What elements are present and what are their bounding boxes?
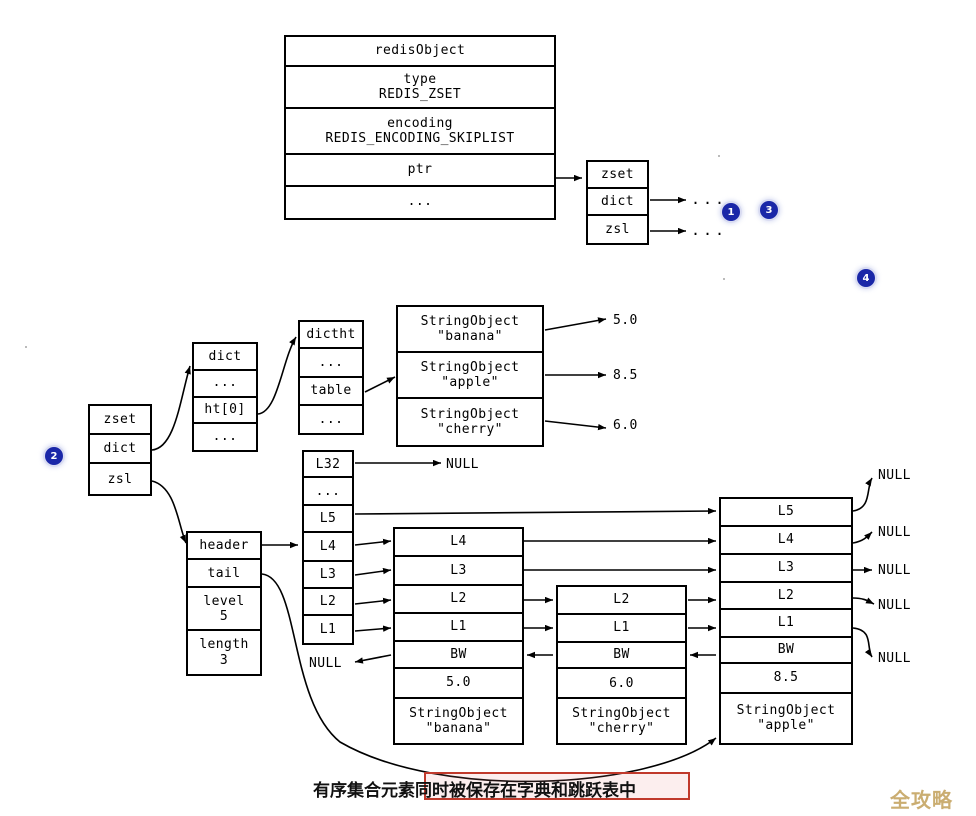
apple-level-L5: L5 (721, 499, 851, 527)
header-level-L32: L32 (304, 452, 352, 479)
dict-row-ht0: ht[0] (194, 398, 256, 425)
dict-score-banana: 5.0 (613, 313, 638, 328)
dict-entry-apple: StringObject "apple" (398, 353, 542, 400)
zset-top-dict-target: ... (691, 190, 728, 208)
header-level-L2: L2 (304, 589, 352, 616)
step-number-3: 3 (760, 201, 778, 219)
step-number-4: 4 (857, 269, 875, 287)
watermark-text: 全攻略 (890, 788, 953, 812)
zskiplist-box: header tail level 5 length 3 (186, 531, 262, 676)
dictht-row-dots1: ... (300, 349, 362, 378)
null-apple-l5: NULL (878, 468, 911, 483)
zset-bottom-row-dict: dict (90, 435, 150, 465)
zskiplist-row-level: level 5 (188, 588, 260, 632)
dict-row-name: dict (194, 344, 256, 371)
zskiplist-row-length: length 3 (199, 637, 249, 668)
scan-speck-right (718, 155, 720, 157)
dict-entry-cherry: StringObject "cherry" (420, 406, 520, 438)
apple-level-L2: L2 (721, 583, 851, 611)
dictht-row-table: table (300, 378, 362, 406)
zset-top-row-zsl: zsl (605, 222, 630, 238)
zset-top-row-dict: dict (588, 189, 647, 217)
redis-object-encoding-row: encoding REDIS_ENCODING_SKIPLIST (286, 109, 554, 155)
banana-level-L1: L1 (395, 614, 522, 642)
scan-speck-left (25, 346, 27, 348)
header-level-L3: L3 (304, 562, 352, 590)
zset-bottom-row-zsl: zsl (107, 471, 133, 487)
cherry-object: StringObject "cherry" (572, 705, 671, 737)
banana-level-L2: L2 (395, 586, 522, 614)
step-number-2: 2 (45, 447, 63, 465)
dict-entries-box: StringObject "banana" StringObject "appl… (396, 305, 544, 447)
banana-score: 5.0 (395, 669, 522, 699)
banana-backward: BW (395, 642, 522, 669)
null-apple-l1: NULL (878, 651, 911, 666)
caption-highlight-box (424, 772, 690, 800)
zskiplist-row-tail: tail (188, 560, 260, 589)
cherry-level-L2: L2 (558, 587, 685, 615)
skiplist-node-cherry: L2 L1 BW 6.0 StringObject "cherry" (556, 585, 687, 745)
zset-struct-box-bottom: zset dict zsl (88, 404, 152, 496)
redis-object-type-row: type REDIS_ZSET (286, 67, 554, 109)
header-level-dots: ... (304, 478, 352, 506)
apple-level-L4: L4 (721, 527, 851, 556)
dict-row-dots1: ... (194, 371, 256, 398)
apple-level-L3: L3 (721, 555, 851, 583)
skiplist-node-banana: L4 L3 L2 L1 BW 5.0 StringObject "banana" (393, 527, 524, 745)
null-apple-l4: NULL (878, 525, 911, 540)
dict-box: dict ... ht[0] ... (192, 342, 258, 452)
banana-level-L3: L3 (395, 557, 522, 586)
cherry-score: 6.0 (558, 669, 685, 700)
dictht-row-dots2: ... (318, 411, 344, 427)
dictht-box: dictht ... table ... (298, 320, 364, 435)
header-level-L5: L5 (304, 506, 352, 534)
dict-score-cherry: 6.0 (613, 418, 638, 433)
diagram-caption: 有序集合元素同时被保存在字典和跳跃表中 (313, 781, 636, 801)
apple-score: 8.5 (721, 664, 851, 694)
header-level-L1: L1 (319, 621, 337, 637)
skiplist-header-node: L32 ... L5 L4 L3 L2 L1 (302, 450, 354, 645)
zset-struct-box-top: zset dict zsl (586, 160, 649, 245)
null-header-l32: NULL (446, 457, 479, 472)
apple-level-L1: L1 (721, 610, 851, 638)
step-number-1: 1 (722, 203, 740, 221)
apple-backward: BW (721, 638, 851, 665)
scan-speck-mid (723, 278, 725, 280)
dict-row-dots2: ... (212, 429, 238, 445)
dict-score-apple: 8.5 (613, 368, 638, 383)
redis-object-ptr-row: ptr (286, 155, 554, 187)
null-apple-l3: NULL (878, 563, 911, 578)
dictht-row-name: dictht (300, 322, 362, 350)
apple-object: StringObject "apple" (736, 703, 836, 734)
null-banana-backward: NULL (309, 656, 342, 671)
zset-bottom-row-zset: zset (90, 406, 150, 435)
redis-object-box: redisObject type REDIS_ZSET encoding RED… (284, 35, 556, 220)
skiplist-node-apple: L5 L4 L3 L2 L1 BW 8.5 StringObject "appl… (719, 497, 853, 745)
dict-entry-banana: StringObject "banana" (398, 307, 542, 354)
banana-level-L4: L4 (395, 529, 522, 557)
banana-object: StringObject "banana" (409, 705, 508, 736)
zset-top-row-zset: zset (588, 162, 647, 189)
redis-object-title: redisObject (286, 37, 554, 67)
header-level-L4: L4 (304, 533, 352, 562)
zset-top-zsl-target: ... (691, 221, 728, 239)
redis-object-more-row: ... (407, 194, 433, 210)
cherry-backward: BW (558, 643, 685, 670)
cherry-level-L1: L1 (558, 615, 685, 643)
zskiplist-row-header: header (188, 533, 260, 561)
null-apple-l2: NULL (878, 598, 911, 613)
